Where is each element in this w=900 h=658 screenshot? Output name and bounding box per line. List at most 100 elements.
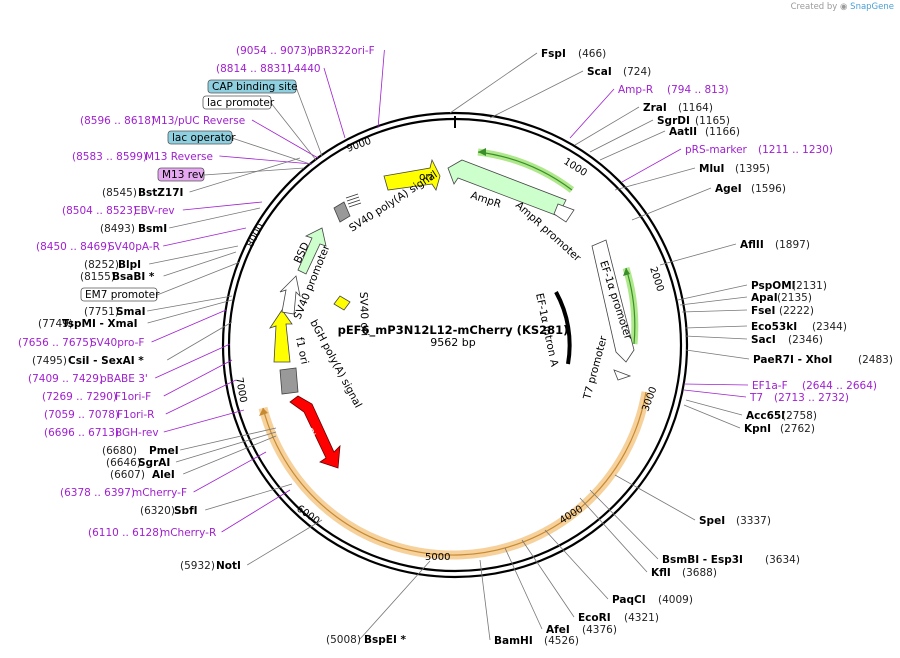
feature-box-label: M13 rev [162,169,205,181]
enzyme-label[interactable]: BamHI [494,635,533,647]
enzyme-label[interactable]: KpnI [744,423,771,435]
primer-coord: (7409 .. 7429) [28,373,103,385]
enzyme-label[interactable]: Acc65I [746,410,785,422]
primer-label[interactable]: SV40pro-F [90,337,144,349]
sv40-promoter-arrow[interactable] [279,275,301,315]
sv40-ori-block[interactable] [333,295,351,311]
enzyme-label[interactable]: AgeI [715,183,742,195]
ampr-arrow[interactable] [447,159,567,217]
enzyme-label[interactable]: ScaI [587,66,612,78]
enzyme-label[interactable]: KflI [651,567,671,579]
enzyme-label[interactable]: AfeI [546,624,570,636]
feature-box[interactable]: lac operator [167,130,236,145]
enzyme-label[interactable]: MluI [699,163,724,175]
ef1a-promoter-arrow[interactable] [591,239,635,363]
enzyme-label[interactable]: EcoRI [578,612,611,624]
mcherry-arrow[interactable] [289,395,341,469]
enzyme-coord: (6320) [140,505,175,517]
leader-line [614,474,696,521]
leader-line [574,106,640,146]
feature-box[interactable]: M13 rev [157,167,205,182]
primer-coord: (7269 .. 7290) [42,391,117,403]
enzyme-label[interactable]: PspOMI [751,280,796,292]
enzyme-label[interactable]: PaqCI [612,594,646,606]
feature-box-label: lac promoter [207,97,275,109]
primer-label[interactable]: pBABE 3' [100,373,148,385]
enzyme-label[interactable]: SacI [751,334,776,346]
enzyme-label[interactable]: SpeI [699,515,725,527]
primer-label[interactable]: EBV-rev [134,205,175,217]
enzyme-label[interactable]: PmeI [149,445,179,457]
enzyme-label[interactable]: SmaI [116,306,146,318]
primer-label[interactable]: EF1a-F [752,380,788,392]
enzyme-label[interactable]: FseI [751,305,775,317]
primer-coord: (8596 .. 8618) [80,115,155,127]
enzyme-label[interactable]: Eco53kI [751,321,797,333]
leader-line [621,148,682,183]
sv40-polya-block[interactable] [333,201,351,223]
primer-label[interactable]: F1ori-R [117,409,154,421]
primer-label[interactable]: M13/pUC Reverse [152,115,245,127]
t7-promoter-arrow[interactable] [613,369,632,381]
primer-label[interactable]: L4440 [288,63,321,75]
primer-coord: (7656 .. 7675) [18,337,93,349]
enzyme-label[interactable]: FspI [541,48,566,60]
enzyme-label[interactable]: CsiI - SexAI * [68,355,144,367]
sv40-ori-label: SV40 ori [357,292,371,337]
leader-line [163,359,233,397]
leader-line [377,49,385,129]
enzyme-label[interactable]: BsmBI - Esp3I [662,554,743,566]
enzyme-coord: (5932) [180,560,215,572]
snapgene-credit: Created by ◉ SnapGene [790,2,894,12]
enzyme-label[interactable]: AleI [152,469,175,481]
ef1a-intron-arc[interactable] [554,291,572,365]
leader-line [151,309,227,343]
enzyme-label[interactable]: AatII [669,126,697,138]
bgh-polya-block[interactable] [279,367,299,395]
enzyme-label[interactable]: AflII [740,239,764,251]
primer-label[interactable]: M13 Reverse [145,151,213,163]
leader-line [449,52,538,114]
enzyme-label[interactable]: BstZ17I [138,187,183,199]
feature-box[interactable]: CAP binding site [207,79,298,94]
bsd-arrow[interactable] [297,227,327,275]
enzyme-label[interactable]: ZraI [643,102,667,114]
enzyme-label[interactable]: BspEI * [364,634,407,646]
enzyme-coord: (6646) [106,457,141,469]
leader-line [659,243,737,266]
primer-label[interactable]: F1ori-F [115,391,151,403]
enzyme-coord: (8493) [100,223,135,235]
feature-box[interactable]: lac promoter [202,95,275,110]
primer-label[interactable]: pRS-marker [685,144,748,156]
enzyme-label[interactable]: TspMI - XmaI [62,318,138,330]
ori-arrow[interactable] [383,158,441,191]
ori-label: ori [419,171,433,183]
primer-label[interactable]: SV40pA-R [108,241,160,253]
enzyme-coord: (3634) [765,554,800,566]
enzyme-label[interactable]: NotI [216,560,241,572]
enzyme-label[interactable]: SbfI [174,505,198,517]
primer-label[interactable]: mCherry-R [160,527,216,539]
leader-line [175,431,277,463]
enzyme-label[interactable]: SgrAI [138,457,170,469]
enzyme-label[interactable]: BsmI [138,223,167,235]
enzyme-label[interactable]: BlpI [118,259,141,271]
leader-line [155,343,231,379]
primer-label[interactable]: T7 [749,392,763,404]
enzyme-label[interactable]: BsaBI * [112,271,155,283]
primer-coord: (794 .. 813) [667,84,729,96]
leader-line [180,427,277,451]
f1-ori-label: f1 ori [293,336,310,365]
leader-line [205,483,293,511]
primer-label[interactable]: Amp-R [618,84,653,96]
primer-label[interactable]: BGH-rev [115,427,159,439]
enzyme-coord: (4526) [544,635,579,647]
primer-label[interactable]: pBR322ori-F [310,45,375,57]
enzyme-label[interactable]: PaeR7I - XhoI [753,354,832,366]
ampr-promoter-arrow[interactable] [553,203,575,223]
enzyme-label[interactable]: ApaI [751,292,778,304]
enzyme-label[interactable]: SgrDI [657,115,690,127]
primer-label[interactable]: mCherry-F [132,487,187,499]
f1-ori-arrow[interactable] [269,309,293,363]
feature-box[interactable]: EM7 promoter [80,287,160,302]
